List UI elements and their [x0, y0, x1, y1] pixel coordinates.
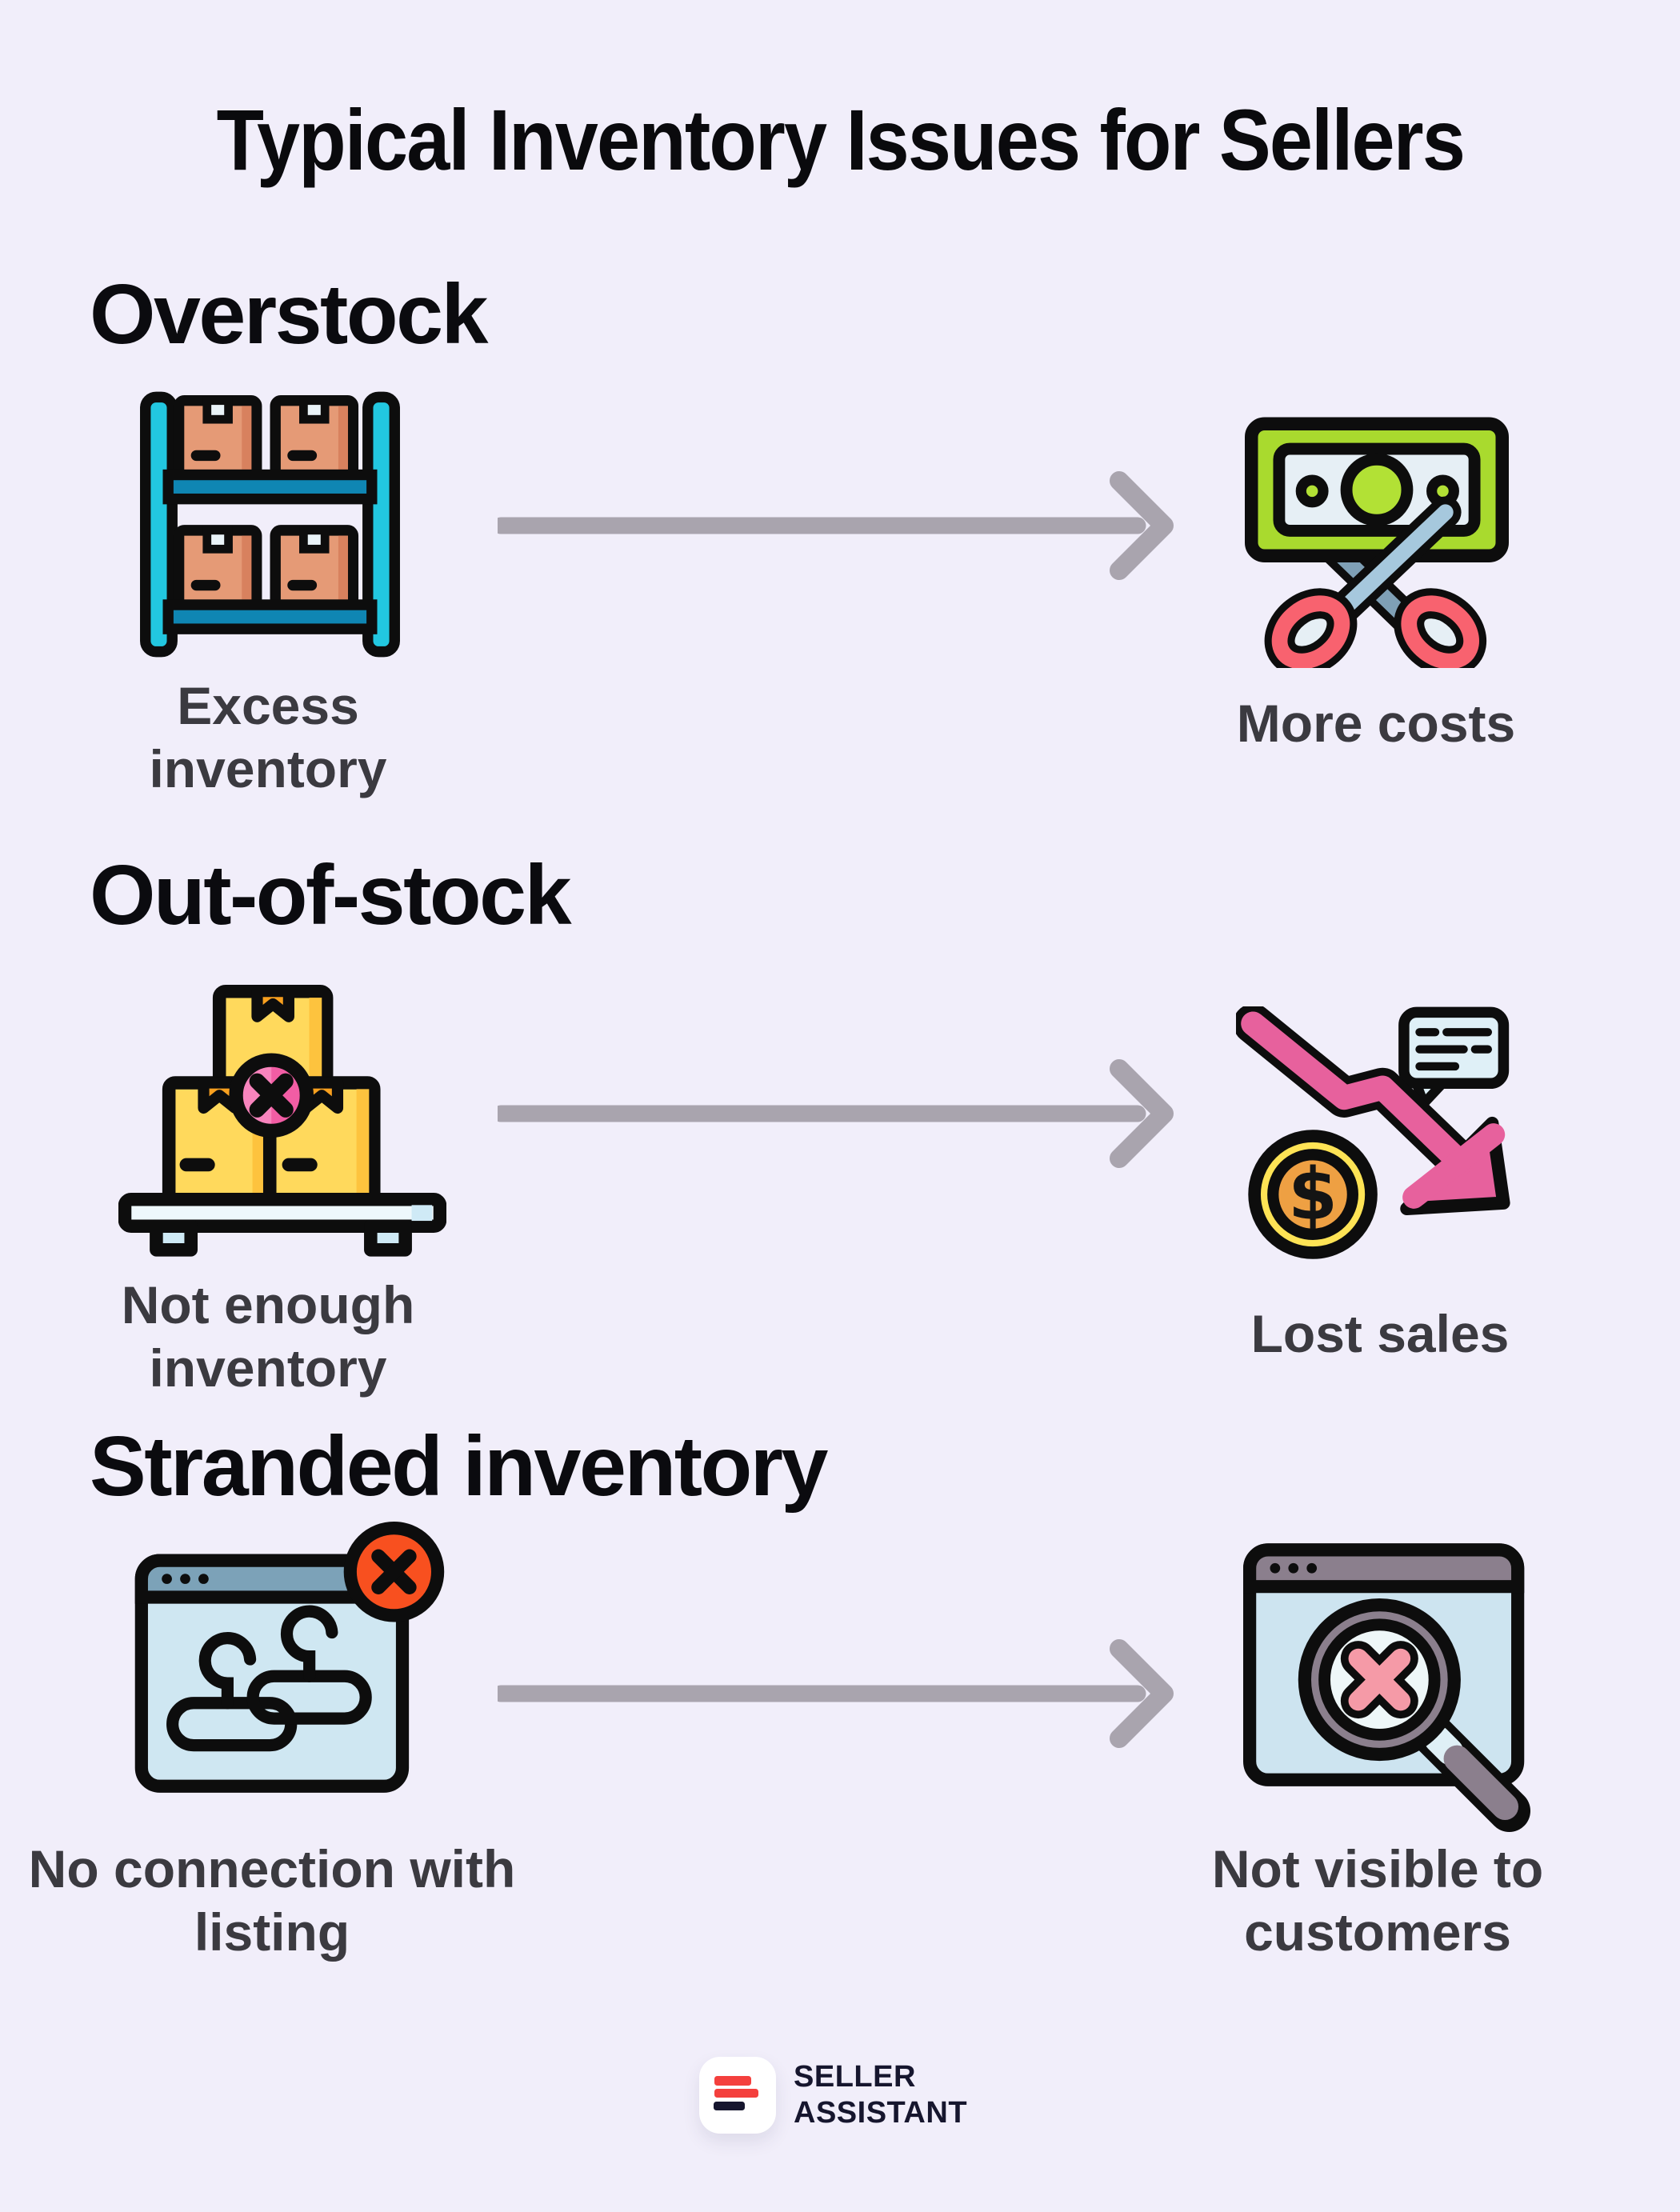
seller-assistant-logo-icon — [699, 2057, 776, 2134]
brand-line-1: SELLER — [794, 2060, 916, 2094]
title-row: Typical Inventory Issues for Sellers — [0, 90, 1680, 190]
arrow-right-icon — [498, 471, 1174, 580]
effect-label-stranded: Not visible to customers — [1211, 1839, 1544, 1962]
search-not-found-icon — [1242, 1543, 1531, 1833]
brand-wordmark: SELLER ASSISTANT — [794, 2057, 967, 2131]
section-heading-stranded: Stranded inventory — [90, 1419, 828, 1514]
section-heading-out-of-stock: Out-of-stock — [90, 848, 572, 942]
declining-sales-icon: $ — [1236, 1006, 1510, 1259]
cause-label-stranded: No connection with listing — [28, 1839, 516, 1962]
stacked-boxes-x-icon — [118, 984, 446, 1257]
arrow-right-icon — [498, 1059, 1174, 1168]
logo-bar-dark-bottom — [714, 2102, 745, 2110]
effect-label-out-of-stock: Lost sales — [1250, 1304, 1510, 1363]
warehouse-shelf-icon — [140, 391, 400, 658]
brand-line-2: ASSISTANT — [794, 2096, 968, 2130]
listing-disconnected-icon — [134, 1521, 445, 1793]
page-title: Typical Inventory Issues for Sellers — [216, 91, 1465, 188]
section-heading-overstock: Overstock — [90, 267, 489, 362]
logo-bar-red-top — [714, 2076, 751, 2086]
money-scissors-icon — [1245, 417, 1509, 668]
cause-label-overstock: Excess inventory — [149, 676, 387, 799]
logo-bar-red-middle — [714, 2088, 758, 2098]
seller-assistant-logo: SELLER ASSISTANT — [699, 2057, 967, 2134]
svg-text:$: $ — [1288, 1152, 1338, 1235]
effect-label-overstock: More costs — [1236, 694, 1516, 753]
arrow-right-icon — [498, 1639, 1174, 1748]
cause-label-out-of-stock: Not enough inventory — [121, 1275, 415, 1398]
